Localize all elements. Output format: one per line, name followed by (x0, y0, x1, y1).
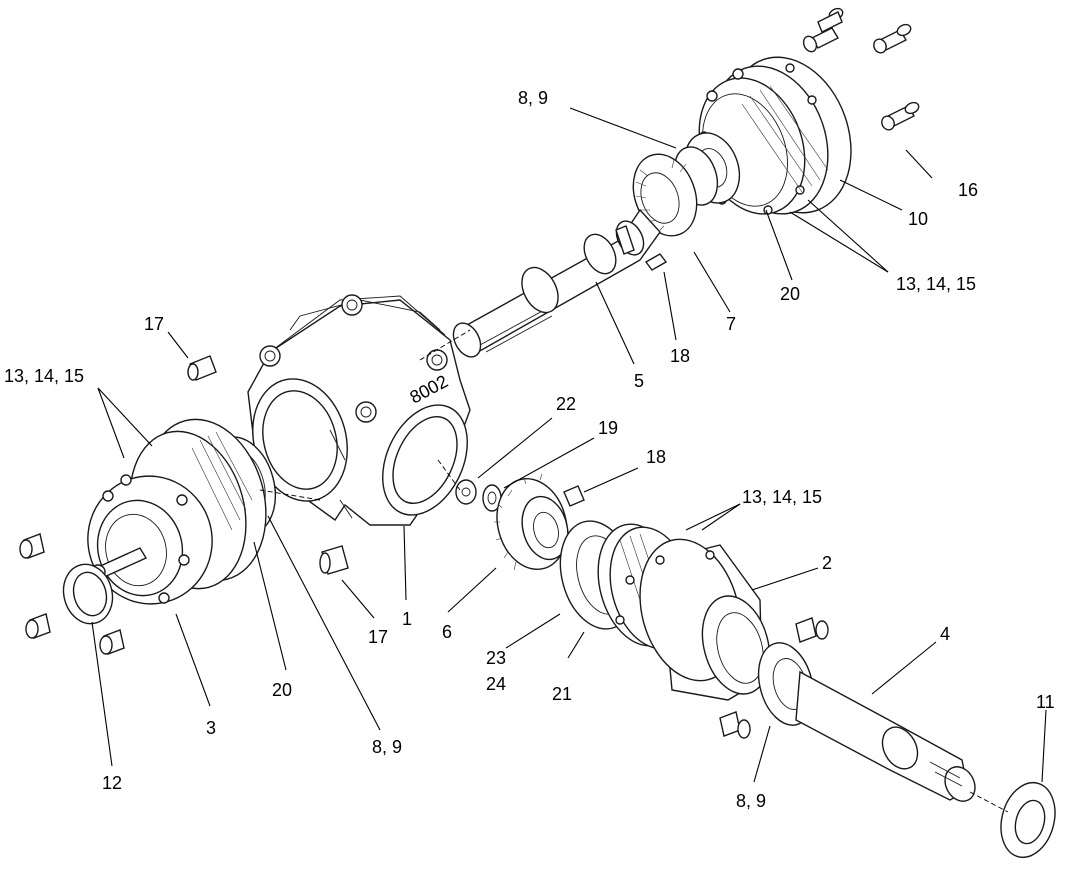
label-24: 24 (486, 674, 506, 694)
label-17-top: 17 (144, 314, 164, 334)
shaft-4 (795, 670, 976, 802)
bolt-16a (802, 7, 844, 53)
label-20-top: 20 (780, 284, 800, 304)
left-flange-assembly (87, 418, 276, 605)
label-8-9-right: 8, 9 (736, 791, 766, 811)
washer-11 (1000, 781, 1056, 859)
label-11: 11 (1036, 692, 1055, 712)
bevel-gear-7 (632, 153, 698, 237)
bolt-left-c (99, 629, 125, 655)
plug-17-top (187, 355, 217, 381)
bolt-16c (881, 101, 920, 131)
label-8-9-left: 8, 9 (372, 737, 402, 757)
bolt-left-a (19, 533, 45, 559)
right-bolt-b (719, 711, 751, 739)
label-1: 1 (402, 609, 412, 629)
gear-6 (494, 473, 569, 571)
carrier-2 (639, 538, 771, 701)
callout-labels: 8, 9 16 10 13, 14, 15 20 7 18 5 17 13, 1… (4, 88, 1055, 811)
label-13-14-15-top: 13, 14, 15 (896, 274, 976, 294)
label-2: 2 (822, 553, 832, 573)
key-18-top (644, 253, 668, 271)
label-8-9-top: 8, 9 (518, 88, 548, 108)
housing-1: 8002 (247, 294, 471, 526)
bolt-16b (873, 23, 912, 54)
label-4: 4 (940, 624, 950, 644)
key-18-mid (563, 485, 585, 507)
label-12: 12 (102, 773, 122, 793)
plug-17-bottom (319, 545, 349, 575)
label-19: 19 (598, 418, 618, 438)
leader-lines (91, 107, 1047, 783)
label-13-14-15-left: 13, 14, 15 (4, 366, 84, 386)
center-lines (259, 329, 1009, 813)
seal-12 (62, 563, 114, 625)
label-22: 22 (556, 394, 576, 414)
top-bolt-group (802, 7, 920, 131)
label-3: 3 (206, 718, 216, 738)
label-5: 5 (634, 371, 644, 391)
cover-10-assembly (673, 56, 852, 215)
nut-22 (455, 479, 477, 505)
label-10: 10 (908, 209, 928, 229)
label-7: 7 (726, 314, 736, 334)
right-bolt-a (795, 617, 829, 643)
left-bolts (19, 533, 125, 655)
label-21: 21 (552, 684, 572, 704)
label-23: 23 (486, 648, 506, 668)
label-6: 6 (442, 622, 452, 642)
shaft-5 (452, 208, 661, 358)
label-13-14-15-mid: 13, 14, 15 (742, 487, 822, 507)
label-18-top: 18 (670, 346, 690, 366)
label-17-bottom: 17 (368, 627, 388, 647)
bolt-left-b (25, 613, 51, 639)
label-16: 16 (958, 180, 978, 200)
label-20-left: 20 (272, 680, 292, 700)
label-18-mid: 18 (646, 447, 666, 467)
